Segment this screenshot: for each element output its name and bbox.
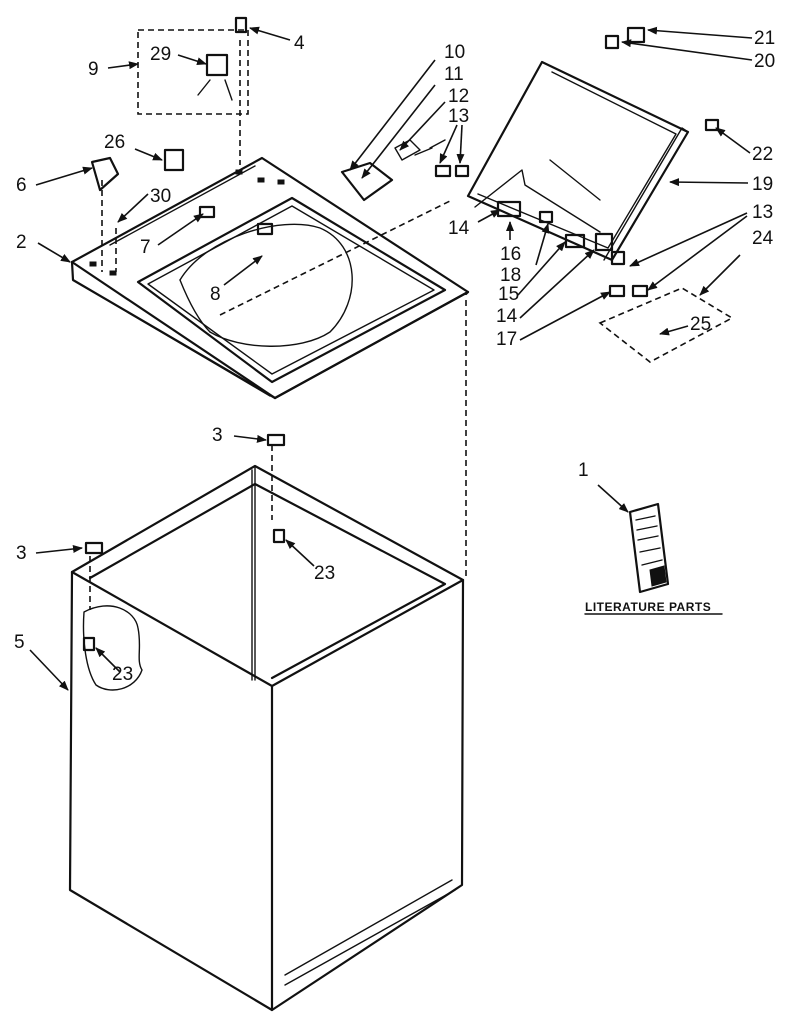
alignment-line — [219, 199, 453, 316]
callout-20: 20 — [754, 51, 775, 72]
callout-25: 25 — [690, 314, 711, 335]
cutaway-view — [82, 605, 143, 691]
callout-18: 18 — [500, 265, 521, 286]
top-panel — [70, 156, 470, 400]
callout-1: 1 — [578, 460, 589, 481]
part-9-group-box — [137, 29, 249, 115]
callout-6: 6 — [16, 175, 27, 196]
callout-2: 2 — [16, 232, 27, 253]
callout-3-upper: 3 — [212, 425, 223, 446]
callout-8: 8 — [210, 284, 221, 305]
cabinet — [68, 300, 467, 1012]
callout-17: 17 — [496, 329, 517, 350]
literature-parts-caption: LITERATURE PARTS — [585, 600, 711, 614]
part-24-group-box — [598, 287, 734, 363]
callout-3-lower: 3 — [16, 543, 27, 564]
callout-10: 10 — [444, 42, 465, 63]
callout-4: 4 — [294, 33, 305, 54]
callout-21: 21 — [754, 28, 775, 49]
callout-13-right: 13 — [752, 202, 773, 223]
callout-15: 15 — [498, 284, 519, 305]
callout-5: 5 — [14, 632, 25, 653]
callout-16: 16 — [500, 244, 521, 265]
leader-arrows — [29, 26, 753, 691]
callout-11: 11 — [444, 64, 464, 85]
callout-30: 30 — [150, 186, 171, 207]
callout-7: 7 — [140, 237, 151, 258]
callout-14-upper: 14 — [448, 218, 470, 239]
callout-23-upper: 23 — [314, 563, 335, 584]
lid — [466, 60, 690, 262]
callout-9: 9 — [88, 59, 99, 80]
callout-19: 19 — [752, 174, 773, 195]
callout-23-lower: 23 — [112, 664, 133, 685]
callout-labels: 1 2 3 3 4 5 6 7 8 9 10 11 12 13 13 14 14… — [14, 28, 775, 685]
hardware-parts — [82, 16, 720, 652]
callout-22: 22 — [752, 144, 773, 165]
callout-24: 24 — [752, 228, 774, 249]
callout-14-lower: 14 — [496, 306, 518, 327]
callout-29: 29 — [150, 44, 171, 65]
literature-booklet — [628, 502, 670, 594]
callout-13-upper: 13 — [448, 106, 469, 127]
callout-12: 12 — [448, 86, 469, 107]
callout-26: 26 — [104, 132, 125, 153]
